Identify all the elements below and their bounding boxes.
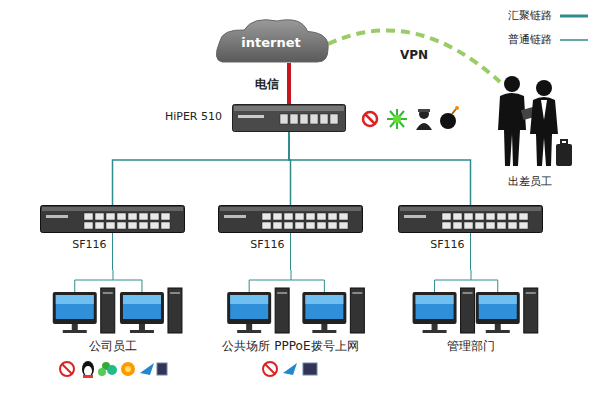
router-node: HiPER 510 — [232, 104, 346, 132]
connector — [328, 30, 500, 82]
edge-label: 电信 — [253, 76, 281, 93]
group-label: 公司员工 — [29, 338, 197, 355]
connector — [112, 233, 113, 270]
switch-body — [40, 205, 185, 233]
pc-group-node: 公共场所 PPPoE拨号上网 — [197, 270, 385, 379]
legend-text: 汇聚链路 — [508, 8, 552, 23]
router-body — [232, 104, 346, 132]
legend-text: 普通链路 — [508, 32, 552, 47]
switch-body — [218, 205, 363, 233]
cloud-label: internet — [241, 35, 300, 50]
legend-sample — [558, 36, 590, 44]
connector — [113, 132, 290, 205]
connector — [287, 63, 291, 104]
group-label: 管理部门 — [392, 338, 550, 355]
pc-pair — [29, 270, 197, 334]
legend-line — [560, 14, 588, 17]
icon-row — [197, 359, 385, 379]
switch-name: SF116 — [430, 238, 464, 251]
switch-name: SF116 — [250, 238, 284, 251]
app-icons — [261, 359, 321, 379]
pc-pair — [197, 270, 385, 334]
connector — [290, 233, 291, 270]
threat-icons — [360, 104, 460, 134]
edge-label: VPN — [398, 48, 430, 62]
connector — [289, 132, 471, 205]
legend-line — [560, 39, 588, 41]
legend-sample — [558, 12, 590, 20]
pc-group-node: 管理部门 — [392, 270, 550, 355]
pc-group-node: 公司员工 — [29, 270, 197, 379]
icon-row — [29, 359, 197, 379]
traveler-label: 出差员工 — [476, 174, 584, 189]
switch-node: SF116 — [40, 205, 185, 233]
traveler-node: 出差员工 — [476, 70, 584, 189]
traveler-figures — [478, 70, 582, 170]
switch-node: SF116 — [398, 205, 543, 233]
pc-pair — [392, 270, 550, 334]
switch-body — [398, 205, 543, 233]
router-name: HiPER 510 — [165, 110, 222, 123]
legend-row: 汇聚链路 — [508, 8, 590, 23]
cloud-node: internet — [210, 14, 332, 64]
legend: 汇聚链路普通链路 — [508, 8, 590, 56]
app-icons — [58, 359, 168, 379]
legend-row: 普通链路 — [508, 32, 590, 47]
switch-name: SF116 — [72, 238, 106, 251]
switch-node: SF116 — [218, 205, 363, 233]
connector — [470, 233, 471, 270]
group-label: 公共场所 PPPoE拨号上网 — [197, 338, 385, 355]
